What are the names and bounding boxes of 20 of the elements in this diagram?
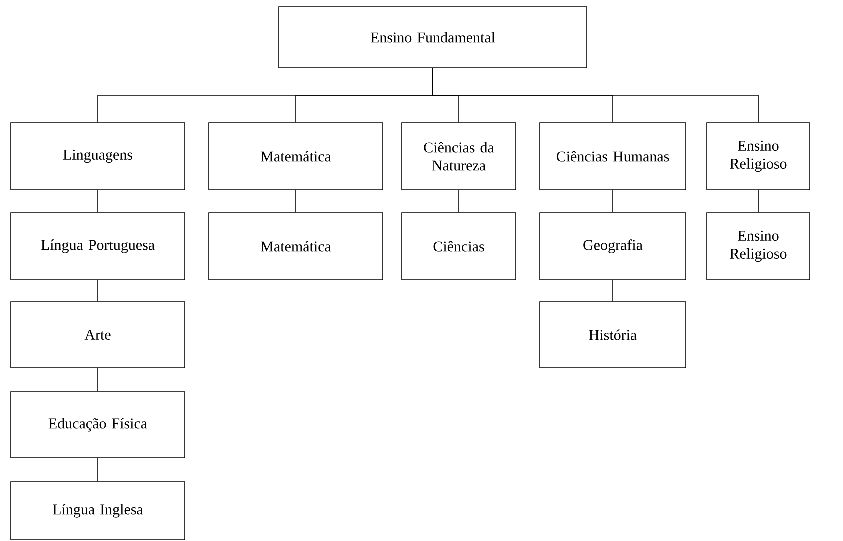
connector [432, 68, 759, 123]
box: Ciências Humanas [540, 122, 686, 190]
connector [758, 190, 759, 213]
box: Língua Inglesa [10, 482, 186, 540]
box: Educação Física [10, 392, 186, 458]
box: Ensino Fundamental [278, 6, 588, 68]
box: Geografia [540, 212, 686, 280]
box: Ciências [402, 212, 516, 280]
box: Arte [10, 302, 186, 368]
box: Ensino Religioso [706, 122, 810, 190]
box: Linguagens [10, 122, 186, 190]
connector [458, 190, 460, 213]
box: Ensino Religioso [706, 212, 810, 280]
box: História [540, 302, 686, 368]
box: Língua Portuguesa [10, 212, 186, 280]
connector [612, 280, 614, 302]
box: Matemática [208, 122, 384, 190]
box: Matemática [208, 212, 384, 280]
connector [612, 190, 614, 213]
box: Ciências da Natureza [402, 122, 516, 190]
